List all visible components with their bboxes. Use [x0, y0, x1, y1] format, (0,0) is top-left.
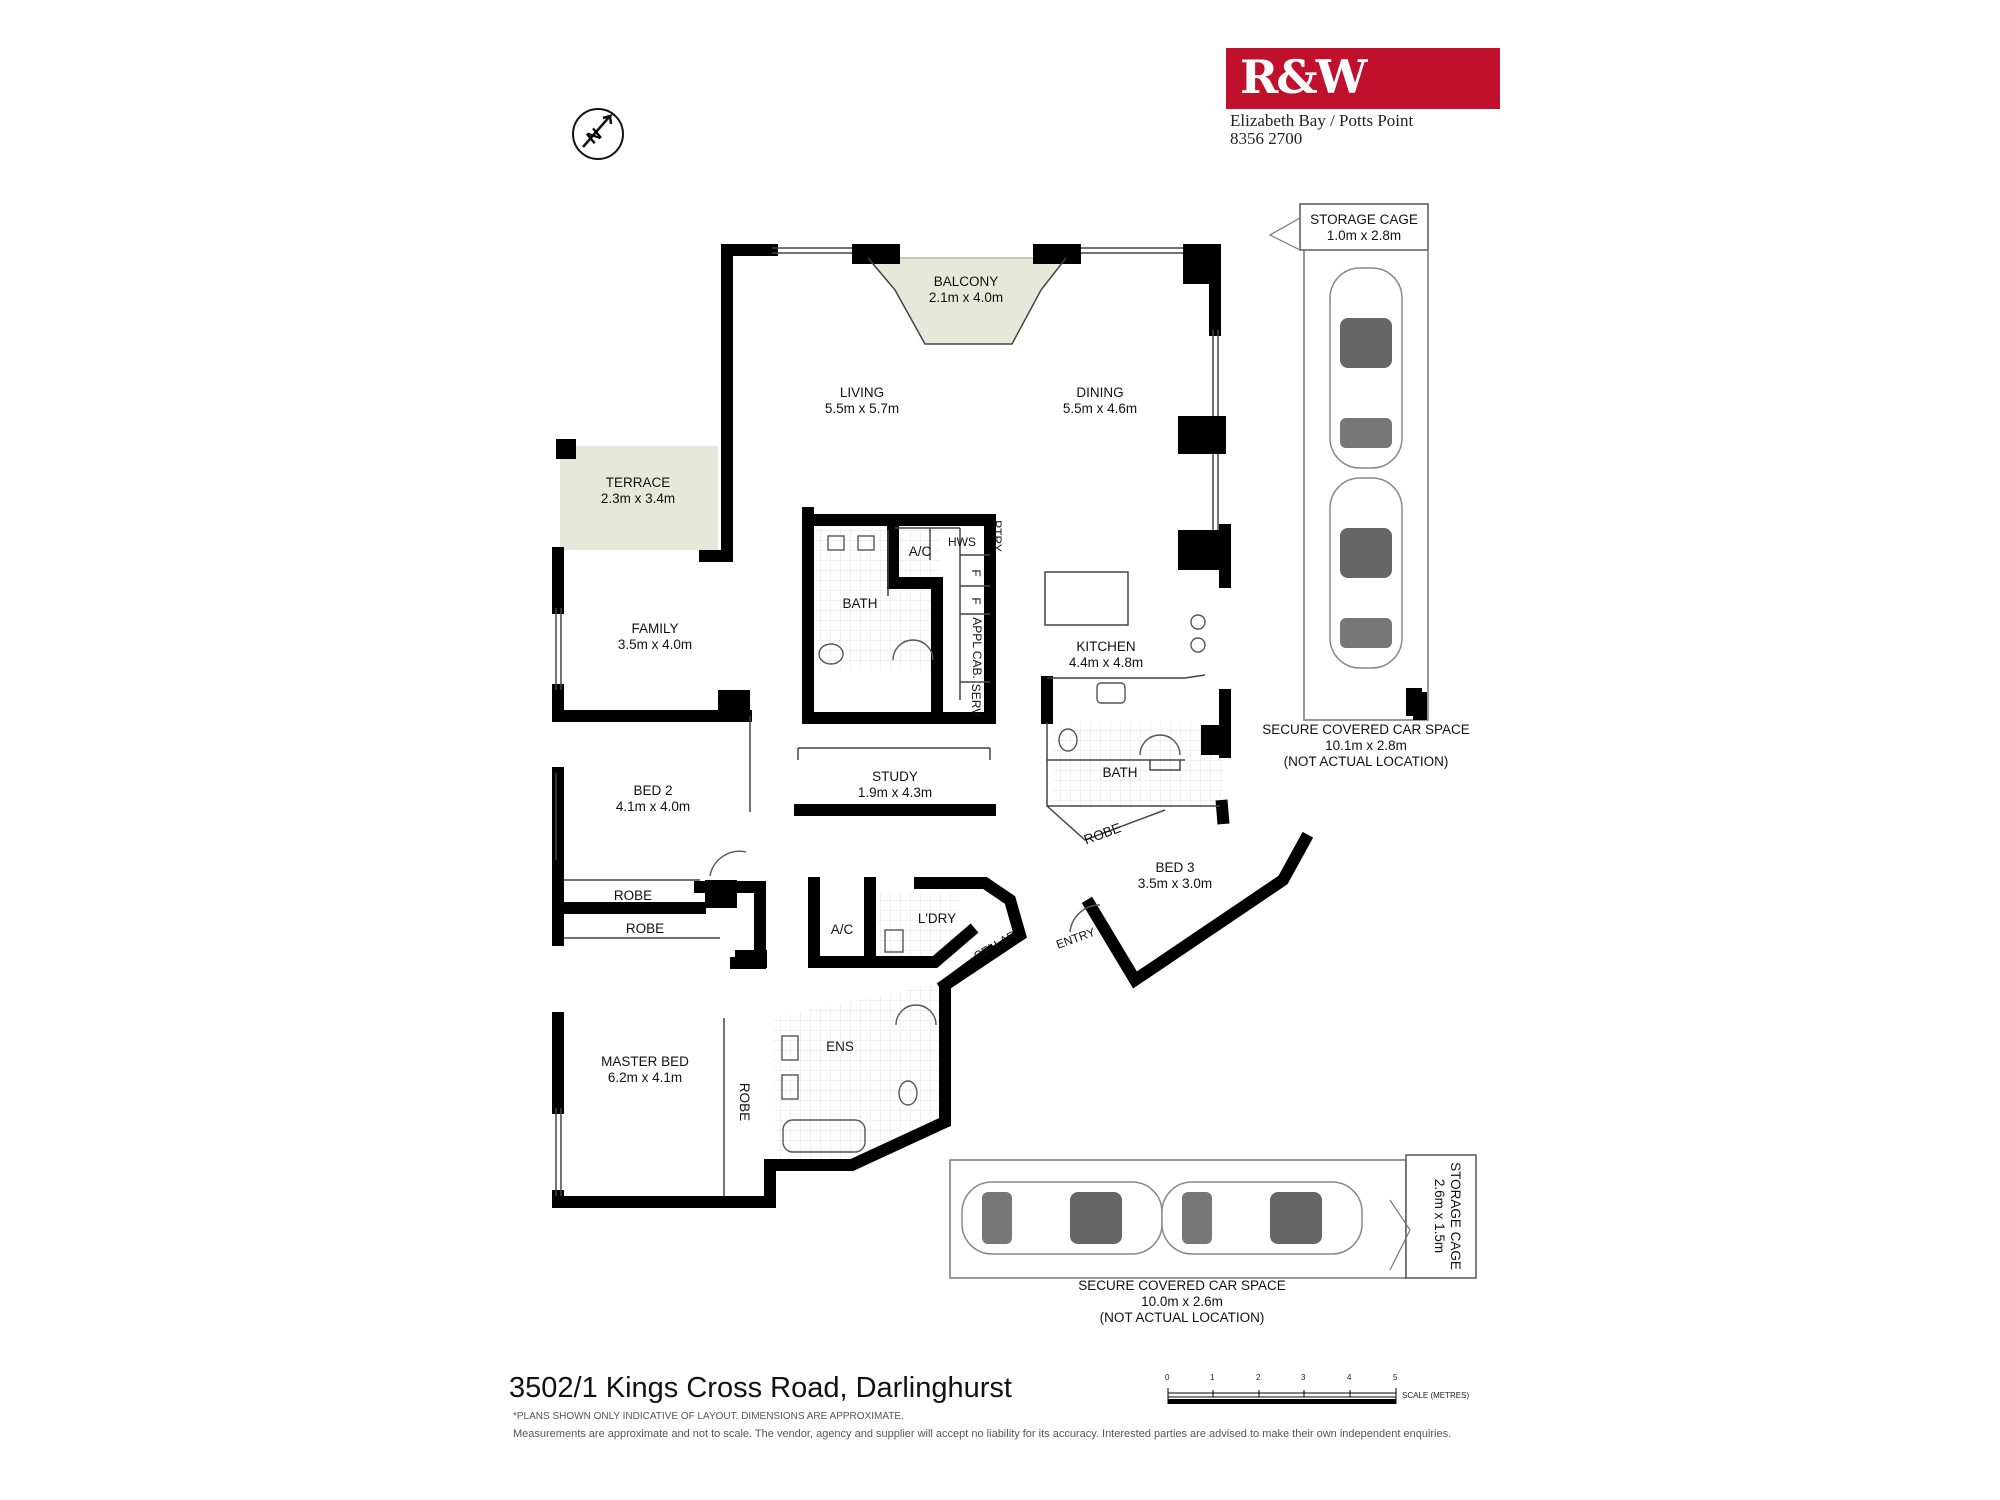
ptry-label: PTRY	[990, 520, 1004, 552]
master-dims: 6.2m x 4.1m	[608, 1070, 682, 1085]
study-label: STUDY	[872, 769, 918, 784]
balcony-dims: 2.1m x 4.0m	[929, 290, 1003, 305]
scale-tick-4: 4	[1347, 1373, 1352, 1382]
terrace-floor	[560, 446, 718, 550]
appl-cab-label: APPL CAB.	[970, 617, 984, 679]
north-compass-icon: N	[572, 108, 624, 160]
serv-label: SERV	[969, 684, 983, 716]
car-space-top: STORAGE CAGE 1.0m x 2.8m SECURE COVERED …	[1262, 203, 1470, 769]
robe-bed3-label: ROBE	[1082, 820, 1123, 847]
robe-b-label: ROBE	[626, 921, 664, 936]
ensuite-floor	[773, 982, 945, 1165]
study-dims: 1.9m x 4.3m	[858, 785, 932, 800]
brand-logo: R&W	[1226, 48, 1500, 109]
laundry-label: L'DRY	[918, 911, 956, 926]
ac-top-label: A/C	[909, 544, 932, 559]
car-icon	[961, 1181, 1163, 1255]
fixtures	[709, 535, 1206, 1153]
scale-tick-0: 0	[1165, 1373, 1170, 1382]
wall-bed3-north	[1215, 799, 1230, 825]
property-address: 3502/1 Kings Cross Road, Darlinghurst	[509, 1372, 1012, 1404]
storage-bottom-dims: 2.6m x 1.5m	[1432, 1179, 1447, 1253]
wall-bath-main	[802, 507, 996, 724]
scale-tick-5: 5	[1393, 1373, 1398, 1382]
brand-office-info: Elizabeth Bay / Potts Point 8356 2700	[1230, 112, 1413, 148]
wall-bath-core	[887, 514, 943, 724]
scale-bar	[1167, 1388, 1397, 1404]
car-icon	[1329, 267, 1403, 469]
carspace-top-dims: 10.1m x 2.8m	[1325, 738, 1407, 753]
master-label: MASTER BED	[601, 1054, 689, 1069]
thin-lines	[555, 247, 1220, 1196]
floor-fills	[560, 257, 1223, 1165]
bath-two-floor	[1053, 722, 1223, 807]
scale-tick-1: 1	[1210, 1373, 1215, 1382]
wall-bed3	[1081, 831, 1314, 989]
scale-tick-2: 2	[1256, 1373, 1261, 1382]
bath-two-label: BATH	[1102, 765, 1137, 780]
kitchen-label: KITCHEN	[1076, 639, 1135, 654]
brand-phone: 8356 2700	[1230, 129, 1303, 148]
brand-office: Elizabeth Bay / Potts Point	[1230, 111, 1414, 130]
carspace-top-label: SECURE COVERED CAR SPACE	[1262, 722, 1470, 737]
car-icon	[1329, 477, 1403, 669]
carspace-bottom-label: SECURE COVERED CAR SPACE	[1078, 1278, 1286, 1293]
wall-laundry-3	[914, 877, 1027, 994]
fridge-label-1: F	[969, 569, 983, 576]
bed2-label: BED 2	[633, 783, 672, 798]
carspace-top-note: (NOT ACTUAL LOCATION)	[1284, 754, 1449, 769]
dining-dims: 5.5m x 4.6m	[1063, 401, 1137, 416]
wall-living-west	[699, 244, 733, 562]
carspace-bottom-dims: 10.0m x 2.6m	[1141, 1294, 1223, 1309]
living-label: LIVING	[840, 385, 884, 400]
ensuite-label: ENS	[826, 1039, 854, 1054]
family-label: FAMILY	[631, 621, 678, 636]
disclaimer-layout: *PLANS SHOWN ONLY INDICATIVE OF LAYOUT. …	[513, 1411, 904, 1422]
living-dims: 5.5m x 5.7m	[825, 401, 899, 416]
terrace-dims: 2.3m x 3.4m	[601, 491, 675, 506]
balcony-label: BALCONY	[934, 274, 999, 289]
terrace-label: TERRACE	[606, 475, 671, 490]
disclaimer-measurements: Measurements are approximate and not to …	[513, 1428, 1452, 1440]
ac-low-label: A/C	[831, 922, 854, 937]
bed2-dims: 4.1m x 4.0m	[616, 799, 690, 814]
scale-label: SCALE (METRES)	[1402, 1391, 1470, 1400]
car-icon	[1161, 1181, 1363, 1255]
robe-master-label: ROBE	[737, 1083, 752, 1121]
bath-main-floor	[810, 530, 940, 670]
hws-label: HWS	[948, 535, 976, 549]
car-space-bottom: STORAGE CAGE 2.6m x 1.5m SECURE COVERED …	[949, 1154, 1477, 1325]
storage-top-label: STORAGE CAGE	[1310, 212, 1418, 227]
bed3-dims: 3.5m x 3.0m	[1138, 876, 1212, 891]
carspace-bottom-note: (NOT ACTUAL LOCATION)	[1100, 1310, 1265, 1325]
bath-main-label: BATH	[842, 596, 877, 611]
bed3-label: BED 3	[1155, 860, 1194, 875]
entry-label: ENTRY	[1054, 925, 1097, 952]
brand-logo-text: R&W	[1240, 50, 1367, 104]
scale-tick-3: 3	[1301, 1373, 1306, 1382]
wall-blocks	[556, 244, 1422, 968]
robe-a-label: ROBE	[614, 888, 652, 903]
wall-bottom	[552, 943, 999, 1208]
dining-label: DINING	[1076, 385, 1123, 400]
fridge-label-2: F	[969, 597, 983, 604]
family-dims: 3.5m x 4.0m	[618, 637, 692, 652]
storage-top-dims: 1.0m x 2.8m	[1327, 228, 1401, 243]
storage-bottom-label: STORAGE CAGE	[1448, 1162, 1463, 1270]
kitchen-dims: 4.4m x 4.8m	[1069, 655, 1143, 670]
